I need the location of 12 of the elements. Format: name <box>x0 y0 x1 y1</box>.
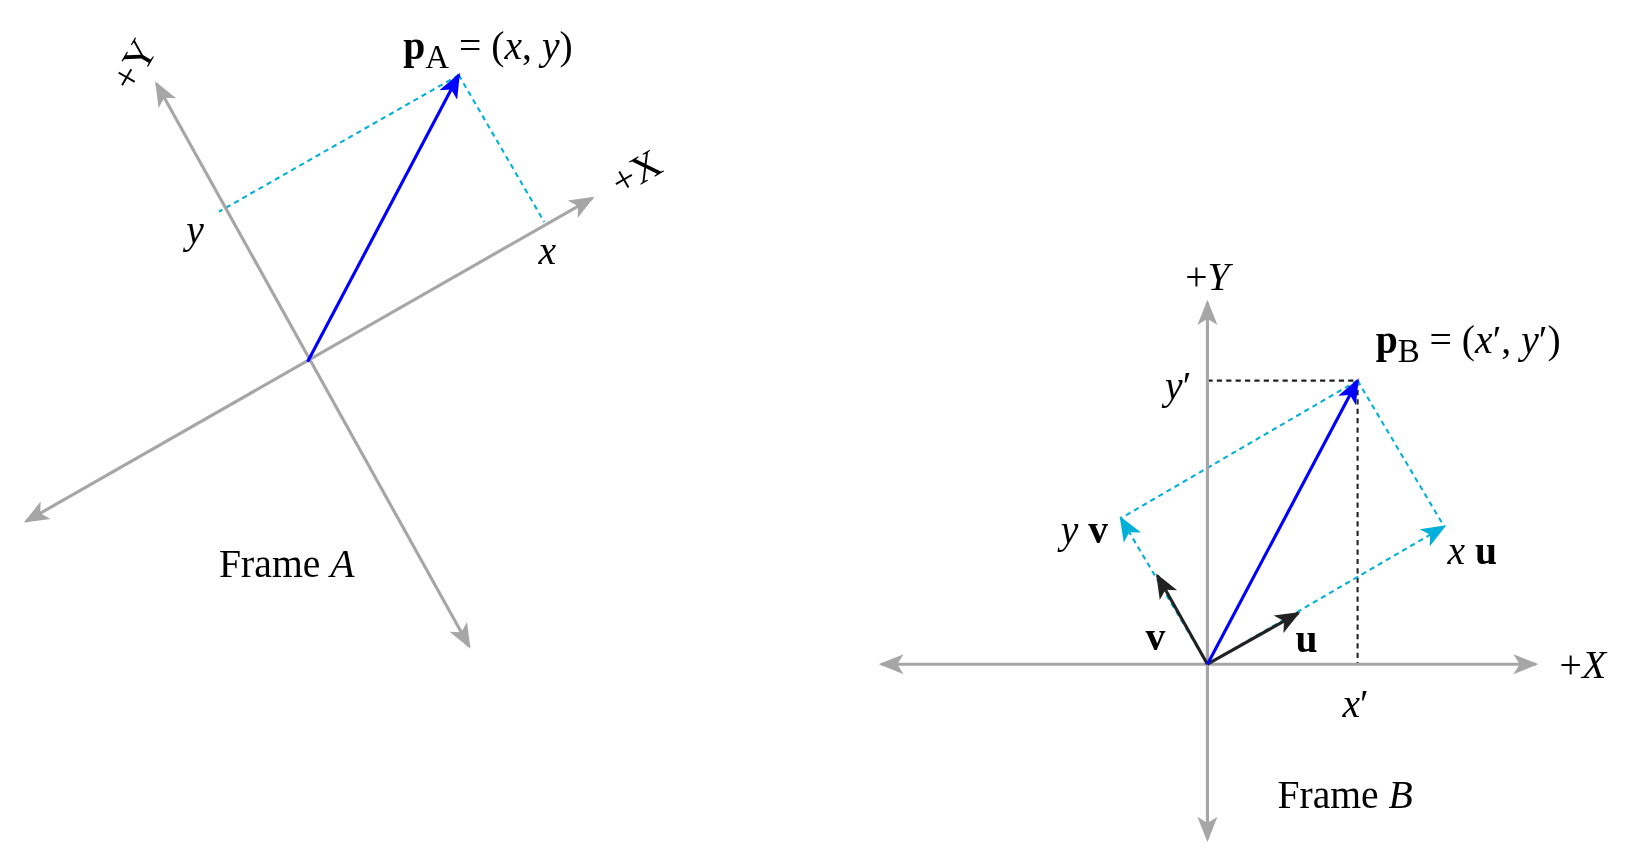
vector-label: u <box>1295 618 1318 658</box>
point-label: p$_{B}$ = (x′, y′) <box>1375 319 1561 369</box>
frame-label: Frame A <box>219 543 355 583</box>
axis-label: +X <box>604 142 668 202</box>
axis-label: +Y <box>103 32 164 97</box>
vector-label: x u <box>1447 530 1498 571</box>
frame-label: Frame B <box>1277 774 1413 815</box>
coordinate-label: x <box>538 230 557 271</box>
vector-label: v <box>1145 616 1166 656</box>
coordinate-label: x′ <box>1342 684 1369 724</box>
point-label: p$_{A}$ = (x, y) <box>403 25 573 75</box>
axis-label: +X <box>1559 644 1607 684</box>
